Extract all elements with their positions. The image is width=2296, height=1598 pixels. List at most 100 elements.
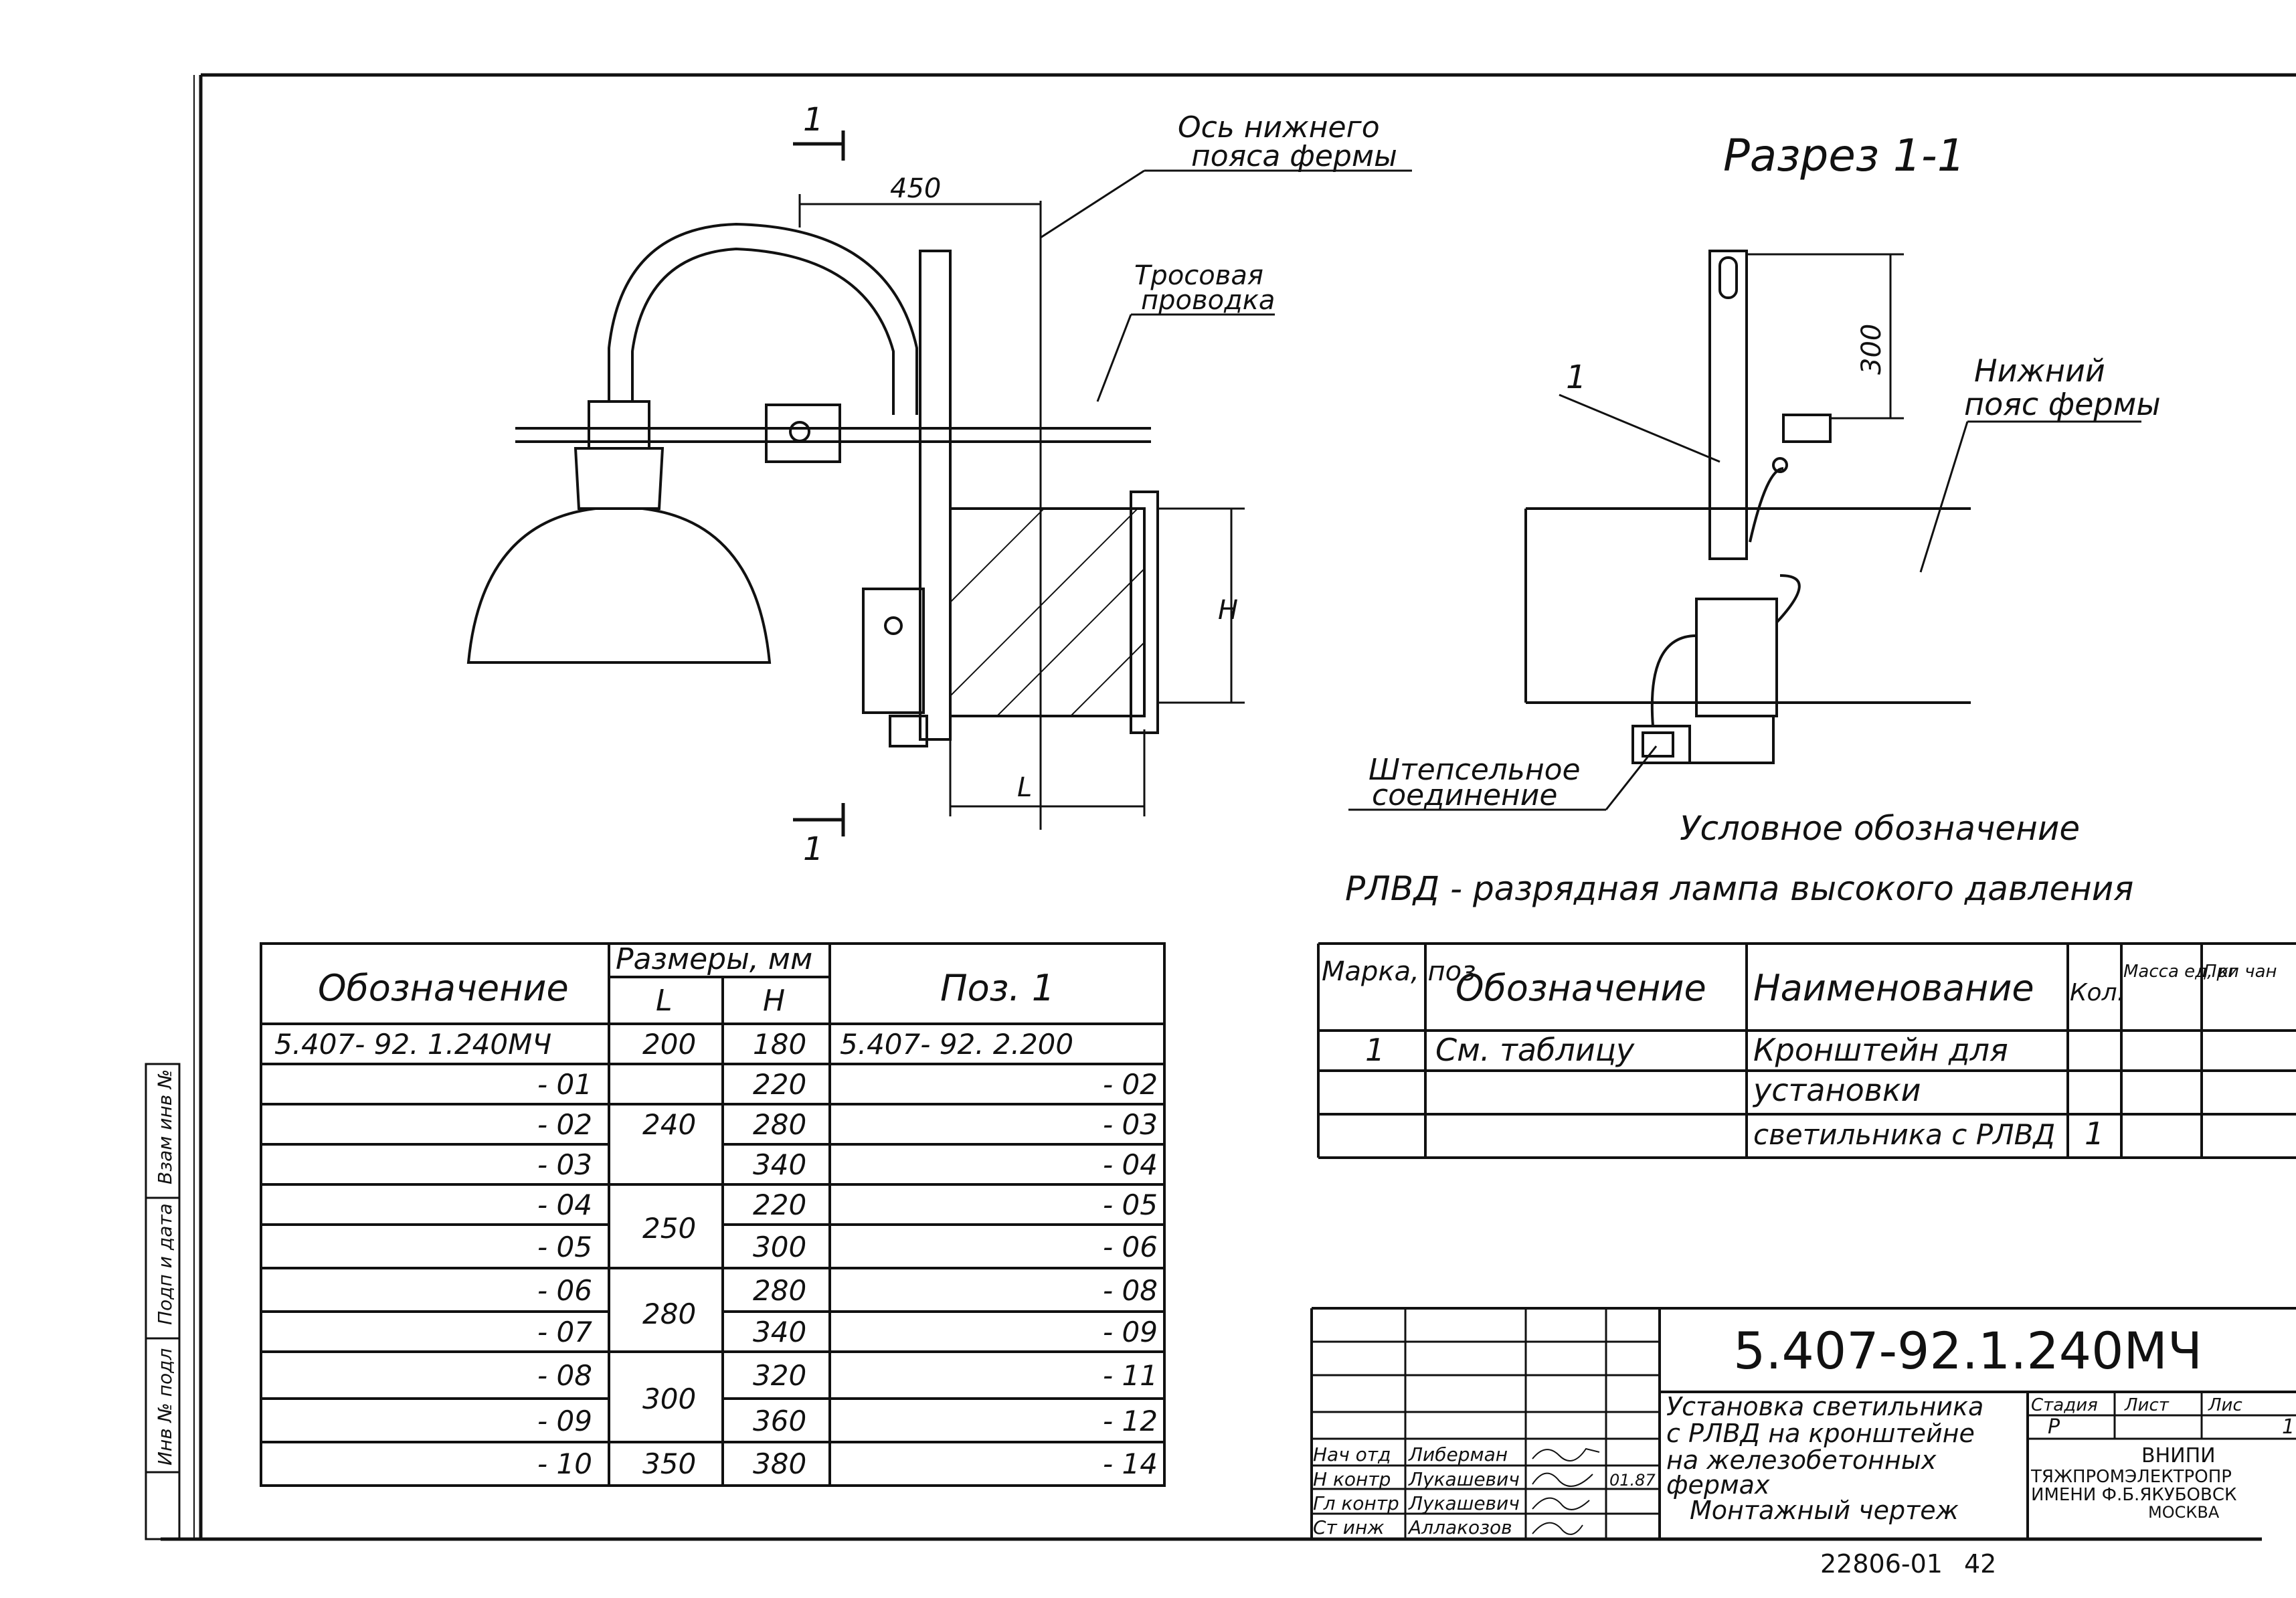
table-row-des: - 07 xyxy=(537,1316,592,1348)
plug-box xyxy=(1631,725,1691,764)
table-row-H: 220 xyxy=(753,1068,806,1101)
section-view xyxy=(1348,250,2141,811)
spec-header-designation: Обозначение xyxy=(1455,967,1706,1009)
side-stamp-label-1: Взам инв № xyxy=(154,1069,176,1184)
ballast-box xyxy=(862,588,925,714)
table-row-pos: - 09 xyxy=(1103,1316,1158,1348)
name-4: Аллакозов xyxy=(1407,1516,1512,1538)
callout-1: 1 xyxy=(1566,359,1587,396)
table-row-des: - 05 xyxy=(537,1231,592,1263)
org-line-2: ТЯЖПРОМЭЛЕКТРОПР xyxy=(2030,1467,2232,1487)
cable-label-line2: проводка xyxy=(1141,285,1275,316)
plug-label-line2: соединение xyxy=(1372,778,1557,812)
sizes-header-H: H xyxy=(763,984,785,1018)
table-row-des: - 09 xyxy=(537,1405,592,1437)
approval-date: 01.87 xyxy=(1609,1471,1656,1490)
sizes-table-grid xyxy=(260,942,1166,1487)
spec-header-note: При чан xyxy=(2204,962,2277,982)
hatch-lines xyxy=(950,508,1145,717)
table-row-pos: - 08 xyxy=(1103,1274,1158,1307)
table-row-des: - 04 xyxy=(537,1188,592,1221)
table-row-des: - 01 xyxy=(537,1068,592,1101)
sheets-header: Лис xyxy=(2208,1395,2242,1415)
spec-row-name: Кронштейн для xyxy=(1753,1032,2008,1068)
name-3: Лукашевич xyxy=(1408,1492,1520,1514)
table-row-H: 380 xyxy=(753,1447,806,1480)
sheet-frame xyxy=(161,73,2296,1541)
table-row-des: - 06 xyxy=(537,1274,592,1307)
bracket-post xyxy=(919,250,952,741)
junction-box xyxy=(765,404,841,463)
spec-row-name: установки xyxy=(1752,1072,1921,1108)
table-row-pos: - 14 xyxy=(1103,1447,1158,1480)
sizes-header-L: L xyxy=(656,984,673,1018)
spec-table-grid xyxy=(1317,942,2296,1159)
role-1: Нач отд xyxy=(1313,1443,1391,1466)
axis-label-line2: пояса фермы xyxy=(1191,139,1397,173)
dimension-H: H xyxy=(1218,595,1238,626)
table-row-L: 250 xyxy=(642,1212,696,1245)
org-line-1: ВНИПИ xyxy=(2141,1444,2216,1468)
name-2: Лукашевич xyxy=(1408,1468,1520,1490)
table-row-des: - 08 xyxy=(537,1359,592,1392)
footer-number: 22806-01 xyxy=(1820,1549,1943,1579)
table-row-H: 180 xyxy=(753,1028,806,1061)
table-row-H: 300 xyxy=(753,1231,806,1263)
side-stamp-label-3: Инв № подл xyxy=(154,1348,176,1466)
table-row-L: 280 xyxy=(642,1298,696,1330)
front-view xyxy=(466,130,1412,836)
lamp-socket xyxy=(588,400,650,450)
stage-header: Стадия xyxy=(2031,1395,2098,1415)
table-row-des: - 10 xyxy=(537,1447,592,1480)
arc-conduit xyxy=(608,222,918,415)
table-row-L: 240 xyxy=(642,1108,696,1141)
title-line-1: Установка светильника xyxy=(1666,1392,1983,1421)
title-line-3: на железобетонных xyxy=(1666,1445,1937,1475)
table-row-pos: - 06 xyxy=(1103,1231,1158,1263)
title-block-grid xyxy=(1310,1307,2296,1539)
title-line-5: Монтажный чертеж xyxy=(1690,1496,1959,1525)
role-4: Ст инж xyxy=(1313,1516,1385,1538)
table-row-pos: - 05 xyxy=(1103,1188,1158,1221)
side-stamp-label-2: Подп и дата xyxy=(154,1203,176,1325)
section-title: Разрез 1-1 xyxy=(1723,130,1965,181)
axis-label-line1: Ось нижнего xyxy=(1178,110,1380,145)
spec-row-qty: 1 xyxy=(2085,1116,2104,1152)
section-post xyxy=(1708,250,1748,560)
table-row-pos: 5.407- 92. 2.200 xyxy=(840,1028,1073,1061)
sizes-header-designation: Обозначение xyxy=(318,967,569,1009)
spec-header-mass: Масса ед, кг xyxy=(2123,962,2238,982)
org-line-4: МОСКВА xyxy=(2148,1503,2220,1522)
sizes-table-rows: 5.407- 92. 1.240МЧ 200 180 5.407- 92. 2.… xyxy=(274,1028,1158,1480)
table-row-pos: - 11 xyxy=(1103,1359,1158,1392)
table-row-des: - 03 xyxy=(537,1148,592,1181)
spec-header-name: Наименование xyxy=(1753,967,2034,1009)
table-row-des: - 02 xyxy=(537,1108,592,1141)
hatched-panel xyxy=(949,507,1146,717)
table-row-H: 340 xyxy=(753,1148,806,1181)
sheet-header: Лист xyxy=(2124,1395,2170,1415)
side-stamp xyxy=(145,1063,181,1540)
table-row-pos: - 04 xyxy=(1103,1148,1158,1181)
spec-row-name: светильника с РЛВД xyxy=(1753,1118,2055,1151)
sheet-value: 1 xyxy=(2282,1415,2295,1439)
table-row-H: 360 xyxy=(753,1405,806,1437)
spec-header-qty: Кол. xyxy=(2070,979,2125,1006)
sizes-header-sizes: Размеры, мм xyxy=(616,942,812,976)
lamp-shade xyxy=(466,507,772,664)
stage-value: Р xyxy=(2048,1415,2060,1439)
table-row-pos: - 02 xyxy=(1103,1068,1158,1101)
role-2: Н контр xyxy=(1313,1468,1391,1490)
spec-header-mark: Марка, поз xyxy=(1322,956,1476,987)
role-3: Гл контр xyxy=(1313,1492,1399,1514)
sizes-header-pos: Поз. 1 xyxy=(940,967,1055,1009)
plug-label-line1: Штепсельное xyxy=(1368,753,1581,787)
drawing-code: 5.407-92.1.240МЧ xyxy=(1733,1321,2202,1381)
chord-label-line2: пояс фермы xyxy=(1964,386,2161,422)
title-line-2: с РЛВД на кронштейне xyxy=(1666,1419,1975,1448)
table-row-H: 340 xyxy=(753,1316,806,1348)
dimension-L: L xyxy=(1017,772,1032,803)
name-1: Либерман xyxy=(1408,1443,1508,1466)
table-row-H: 280 xyxy=(753,1274,806,1307)
